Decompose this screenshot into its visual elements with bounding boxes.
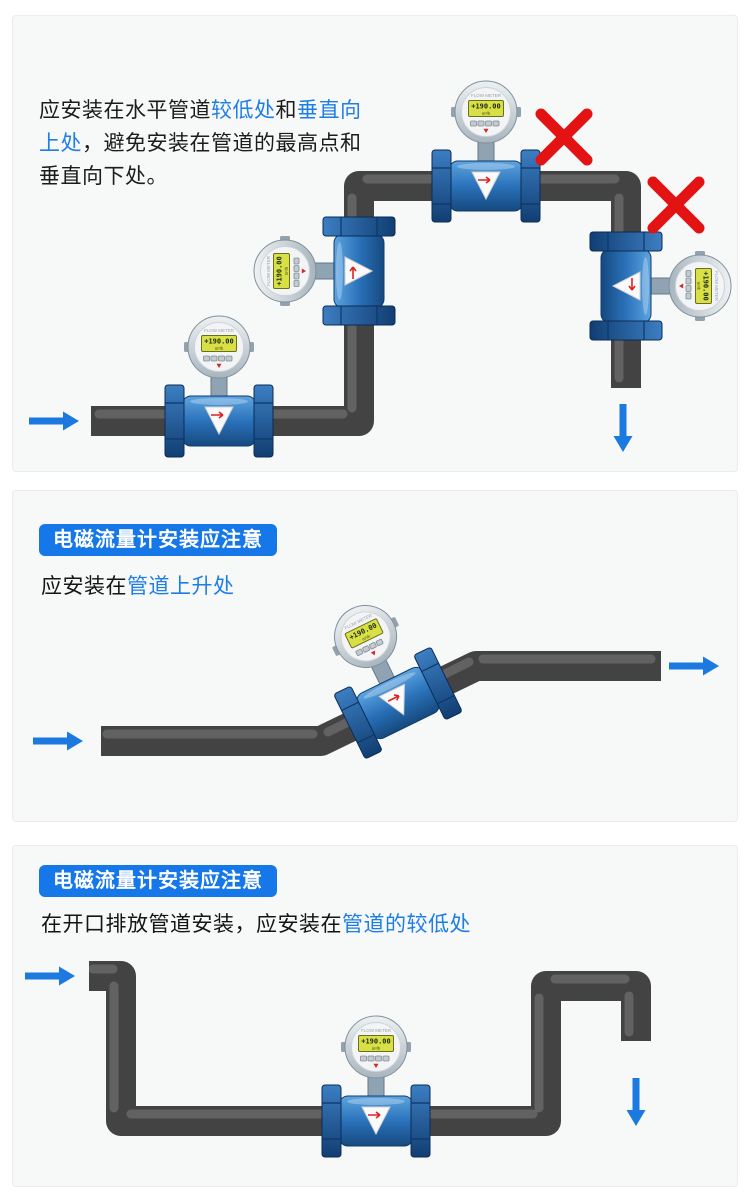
panel-open-discharge: 电磁流量计安装应注意 在开口排放管道安装，应安装在管道的较低处 (12, 845, 738, 1187)
instruction-text: 在开口排放管道安装，应安装在管道的较低处 (41, 908, 471, 938)
note-line-2: 上处，避免安装在管道的最高点和 (39, 127, 379, 160)
note-seg: 应安装在水平管道 (39, 99, 211, 122)
pipe (89, 961, 651, 1136)
x-mark-high-point (535, 108, 593, 166)
installation-note-text: 应安装在水平管道较低处和垂直向 上处，避免安装在管道的最高点和 垂直向下处。 (39, 94, 379, 193)
flow-arrow-outlet-down (626, 1078, 646, 1126)
instruction-highlight: 管道上升处 (127, 575, 235, 598)
x-mark-vertical-down (647, 176, 705, 234)
notice-badge: 电磁流量计安装应注意 (39, 865, 277, 897)
flow-arrow-inlet (25, 966, 75, 986)
flow-arrow-inlet (33, 731, 83, 751)
flow-arrow-inlet (29, 411, 79, 431)
panel-rising-pipe: 电磁流量计安装应注意 应安装在管道上升处 (12, 490, 738, 822)
pipe-highlight (88, 964, 634, 1119)
diagram-horizontal-install (29, 80, 732, 458)
flow-meter-vertical-down-wrong (589, 231, 732, 341)
note-seg-highlight: 上处 (39, 132, 82, 155)
note-seg: ，避免安装在管道的最高点和 (82, 132, 362, 155)
instruction-highlight: 管道的较低处 (342, 913, 471, 936)
note-seg: 和 (275, 99, 297, 122)
flow-meter-vertical-up (253, 216, 396, 326)
instruction-black: 应安装在 (41, 575, 127, 598)
note-seg-highlight: 较低处 (211, 99, 276, 122)
flow-meter-low-point (321, 1015, 431, 1158)
note-seg: 垂直向下处。 (39, 165, 168, 188)
flow-arrow-outlet-down (613, 404, 633, 452)
flow-meter-low-horizontal (164, 315, 274, 458)
note-seg-highlight: 垂直向 (297, 99, 362, 122)
flow-meter-high-point-wrong (431, 80, 541, 223)
diagram-rising-pipe (33, 584, 719, 760)
notice-badge: 电磁流量计安装应注意 (39, 524, 277, 556)
note-line-3: 垂直向下处。 (39, 160, 379, 193)
note-line-1: 应安装在水平管道较低处和垂直向 (39, 94, 379, 127)
panel-horizontal-install: 应安装在水平管道较低处和垂直向 上处，避免安装在管道的最高点和 垂直向下处。 (12, 15, 738, 472)
diagram-open-discharge (25, 961, 651, 1158)
instruction-black: 在开口排放管道安装，应安装在 (41, 913, 342, 936)
flow-arrow-outlet (669, 656, 719, 676)
instruction-text: 应安装在管道上升处 (41, 570, 235, 600)
